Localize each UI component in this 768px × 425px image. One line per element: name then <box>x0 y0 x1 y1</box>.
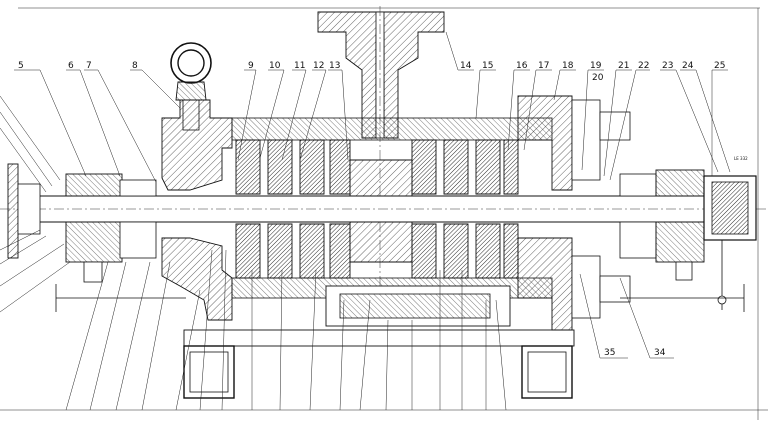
support-rails <box>55 284 745 312</box>
left-bearing-housing <box>65 173 157 283</box>
part-label-5: 5 <box>18 61 24 71</box>
discharge-flange <box>317 6 445 300</box>
part-label-19: 19 <box>590 61 602 71</box>
part-label-10: 10 <box>269 61 281 71</box>
balance-pipe <box>325 285 511 327</box>
part-label-16: 16 <box>516 61 528 71</box>
coupling-flange <box>7 163 41 259</box>
part-label-11: 11 <box>294 61 305 71</box>
top-leader-lines <box>14 31 731 359</box>
part-label-34: 34 <box>654 348 666 358</box>
bottom-leader-lines <box>0 243 507 411</box>
part-label-8: 8 <box>132 61 138 71</box>
part-label-35: 35 <box>604 348 615 358</box>
left-leader-lines <box>0 95 61 265</box>
impeller-stages <box>235 139 519 279</box>
pump-shaft <box>0 195 768 223</box>
part-label-18: 18 <box>562 61 574 71</box>
part-label-13: 13 <box>329 61 340 71</box>
part-label-15: 15 <box>482 61 493 71</box>
part-label-6: 6 <box>68 61 74 71</box>
part-label-25: 25 <box>714 61 725 71</box>
part-label-24: 24 <box>682 61 694 71</box>
part-label-22: 22 <box>638 61 649 71</box>
right-bearing-housing <box>619 169 757 310</box>
drawing-frame <box>0 7 768 420</box>
pump-feet <box>183 329 575 399</box>
part-label-23: 23 <box>662 61 673 71</box>
part-label-7: 7 <box>86 61 92 71</box>
part-label-12: 12 <box>313 61 324 71</box>
small-dimension-text: LE 332 <box>734 156 748 161</box>
part-label-9: 9 <box>248 61 254 71</box>
part-number-labels: 5 6 7 8 9 10 11 12 13 14 15 16 17 18 19 … <box>18 61 748 358</box>
part-label-17: 17 <box>538 61 549 71</box>
part-label-20: 20 <box>592 73 604 83</box>
part-label-21: 21 <box>618 61 629 71</box>
part-label-14: 14 <box>460 61 472 71</box>
